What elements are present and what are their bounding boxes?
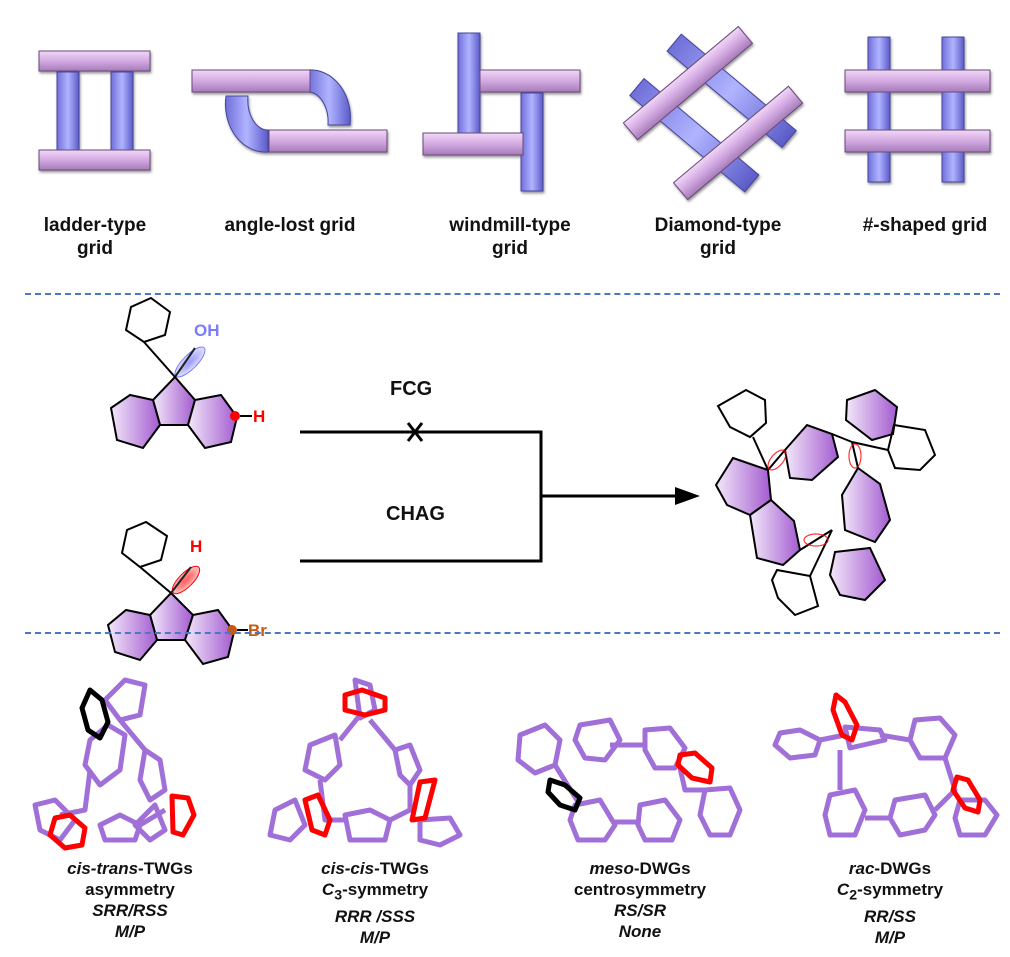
windmill-grid-icon [422,32,581,192]
h-top-label: H [253,407,265,426]
isomer-symmetry: C2-symmetry [836,880,944,904]
oh-group-label: OH [194,321,220,340]
section-divider [25,632,1000,634]
isomer-model-cis-cis [267,677,463,848]
isomer-name: cis-cis-TWGs [321,859,429,878]
grid-label-diamond: Diamond-type grid [638,214,798,260]
isomer-model-cis-trans [32,677,168,843]
reaction-routes [300,430,680,563]
isomer-name: cis-trans-TWGs [67,859,193,878]
product-macrocycle [714,388,937,617]
grid-label-angle-lost: angle-lost grid [205,214,375,237]
isomer-label-meso: meso-DWGs centrosymmetry RS/SR None [530,858,750,942]
isomer-name: meso-DWGs [589,859,691,878]
phenyl-ring-red [169,793,197,838]
grid-label-line: #-shaped grid [862,215,988,236]
diamond-grid-icon [622,25,804,201]
grid-label-hash: #-shaped grid [840,214,1010,237]
isomer-model-meso [515,717,743,843]
grid-label-line: grid [700,238,736,259]
grid-label-windmill: windmill-type grid [430,214,590,260]
isomer-helicity: None [618,922,662,941]
isomer-config: RRR /SSS [334,907,416,927]
reactant-top-molecule [109,296,252,450]
grid-label-line: grid [77,238,113,259]
reactant-bottom-molecule [106,520,248,666]
br-group-label: Br [248,621,267,640]
grid-label-line: Diamond-type [654,215,782,236]
grid-label-line: grid [492,238,528,259]
phenyl-ring-red [302,792,333,838]
isomer-config: SRR/RSS [92,901,168,920]
grid-label-line: windmill-type [449,215,571,236]
phenyl-ring-red [950,774,983,815]
route-fcg-label: FCG [390,378,433,400]
phenyl-ring-red [47,812,88,851]
grid-icons [38,25,991,201]
grid-label-line: ladder-type [43,215,147,236]
isomer-symmetry: C3-symmetry [321,880,429,904]
hash-grid-icon [844,36,991,183]
phenyl-ring-black [545,777,583,813]
phenyl-ring-red [675,750,715,785]
isomer-name: rac-DWGs [848,859,932,878]
isomer-label-rac: rac-DWGs C2-symmetry RR/SS M/P [780,858,1000,948]
route-chag-label: CHAG [386,503,445,525]
bond-highlight-rings [767,443,862,547]
isomer-symmetry: asymmetry [85,880,175,899]
grid-label-line: angle-lost grid [224,215,356,236]
isomer-config: RS/SR [614,901,666,920]
grid-label-ladder: ladder-type grid [15,214,175,260]
isomer-helicity: M/P [359,928,391,948]
phenyl-ring-red [342,687,388,718]
isomer-config: RR/SS [864,907,916,927]
blocked-cross-icon [406,422,424,442]
isomer-helicity: M/P [114,922,146,941]
isomer-helicity: M/P [874,928,906,948]
isomer-label-cis-cis: cis-cis-TWGs C3-symmetry RRR /SSS M/P [265,858,485,948]
reaction-scheme: OH H H Br [106,296,937,666]
isomer-structures [32,677,1000,851]
ladder-grid-icon [38,50,151,171]
h-bottom-label: H [190,537,202,556]
phenyl-ring-red [830,692,860,743]
isomer-label-cis-trans: cis-trans-TWGs asymmetry SRR/RSS M/P [20,858,240,942]
section-divider [25,293,1000,295]
phenyl-ring-red [409,777,438,823]
isomer-symmetry: centrosymmetry [573,880,707,899]
reaction-arrow-head [675,487,700,505]
phenyl-ring-black [79,687,111,741]
angle-lost-grid-icon [191,69,388,153]
